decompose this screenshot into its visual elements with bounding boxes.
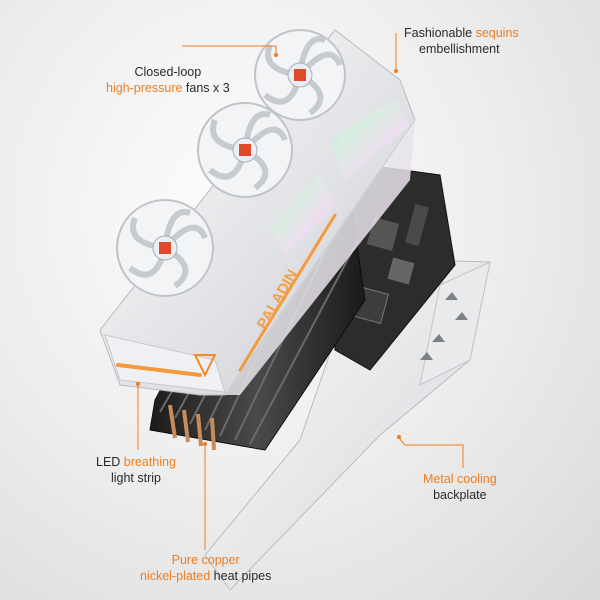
fan-3 — [116, 199, 214, 297]
heat-pipes — [168, 404, 216, 451]
led-callout: LED breathing light strip — [96, 454, 176, 486]
backplate-callout: Metal cooling backplate — [423, 471, 497, 503]
fan-1 — [254, 29, 346, 121]
led-callout-highlight: breathing — [123, 455, 176, 469]
led-callout-plain: LED — [96, 455, 124, 469]
sequins-callout-highlight: sequins — [475, 26, 519, 40]
callout-lines — [137, 33, 464, 550]
heatpipes-callout-rest: heat pipes — [210, 569, 272, 583]
fans-callout-line — [182, 45, 277, 54]
backplate-callout-line — [398, 437, 464, 468]
fans-callout-rest: fans x 3 — [182, 81, 230, 95]
fans-callout: Closed-loop high-pressure fans x 3 — [106, 64, 230, 96]
sequins-callout-plain: Fashionable — [404, 26, 476, 40]
led-callout-line2: light strip — [110, 471, 161, 485]
callout-dots — [136, 53, 401, 446]
heatpipes-callout: Pure copper nickel-plated heat pipes — [140, 552, 271, 584]
fan-shroud — [99, 29, 416, 396]
backplate-callout-highlight: Metal cooling — [423, 472, 497, 486]
backplate-callout-line2: backplate — [433, 488, 487, 502]
fans-callout-line1: Closed-loop — [134, 65, 202, 79]
sequins-callout: Fashionable sequins embellishment — [404, 25, 519, 57]
fans-callout-highlight: high-pressure — [106, 81, 183, 95]
fan-2 — [197, 102, 293, 198]
heatpipes-callout-line1: Pure copper — [171, 553, 240, 567]
heatpipes-callout-highlight: nickel-plated — [140, 569, 211, 583]
sequins-callout-line2: embellishment — [419, 42, 500, 56]
